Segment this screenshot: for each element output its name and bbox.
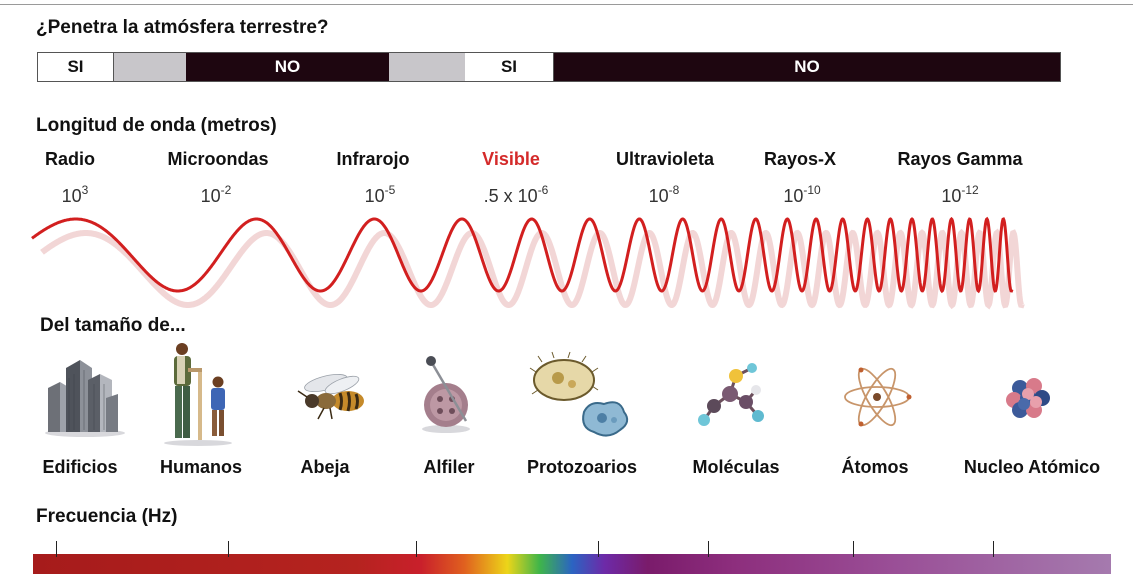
atmosphere-title: ¿Penetra la atmósfera terrestre? (36, 17, 329, 38)
band-label-rayos-gamma: Rayos Gamma (897, 149, 1023, 169)
bee-icon (290, 373, 372, 428)
atmosphere-bar: SI NO SI NO (37, 52, 1061, 82)
size-label-atomos: Átomos (841, 457, 909, 477)
wavelength-title: Longitud de onda (metros) (36, 115, 277, 136)
band-label-microondas: Microondas (167, 149, 269, 169)
nucleus-icon (1002, 372, 1054, 429)
top-divider (0, 4, 1133, 5)
frequency-tick (993, 541, 994, 557)
band-value-infrarojo: 10-5 (364, 183, 396, 206)
atmosphere-segment-partial (114, 53, 186, 81)
frequency-tick (56, 541, 57, 557)
buildings-icon (40, 358, 130, 443)
band-label-visible: Visible (482, 149, 540, 169)
wave-line (31, 216, 1014, 294)
size-label-humanos: Humanos (159, 457, 243, 477)
humans-icon (158, 340, 238, 451)
size-label-alfiler: Alfiler (423, 457, 475, 477)
frequency-tick (416, 541, 417, 557)
frequency-tick (853, 541, 854, 557)
band-value-visible: .5 x 10-6 (483, 183, 549, 206)
pin-button-icon (416, 355, 480, 440)
atmosphere-segment-si: SI (38, 53, 114, 81)
band-label-radio: Radio (44, 149, 96, 169)
band-value-ultravioleta: 10-8 (648, 183, 680, 206)
frequency-tick (708, 541, 709, 557)
band-value-rayos-gamma: 10-12 (941, 183, 979, 206)
atom-icon (840, 360, 914, 439)
frequency-title: Frecuencia (Hz) (36, 506, 178, 527)
band-label-rayos-x: Rayos-X (763, 149, 837, 169)
size-label-protozoarios: Protozoarios (526, 457, 638, 477)
frequency-spectrum-bar (33, 554, 1111, 574)
protozoa-icon (528, 350, 636, 451)
molecule-icon (694, 358, 770, 437)
band-value-microondas: 10-2 (200, 183, 232, 206)
frequency-tick (228, 541, 229, 557)
band-value-radio: 103 (61, 183, 89, 206)
size-label-abeja: Abeja (300, 457, 350, 477)
band-label-ultravioleta: Ultravioleta (615, 149, 715, 169)
sizes-title: Del tamaño de... (40, 315, 186, 336)
size-label-edificios: Edificios (42, 457, 118, 477)
atmosphere-segment-partial (389, 53, 465, 81)
electromagnetic-wave (31, 216, 1025, 310)
size-label-nucleo-atomico: Nucleo Atómico (963, 457, 1101, 477)
band-label-infrarojo: Infrarojo (336, 149, 410, 169)
band-value-rayos-x: 10-10 (783, 183, 821, 206)
wave-shadow (40, 228, 1025, 310)
frequency-tick (598, 541, 599, 557)
size-label-moleculas: Moléculas (692, 457, 780, 477)
atmosphere-segment-si: SI (465, 53, 554, 81)
atmosphere-segment-no: NO (554, 53, 1060, 81)
atmosphere-segment-no: NO (186, 53, 389, 81)
